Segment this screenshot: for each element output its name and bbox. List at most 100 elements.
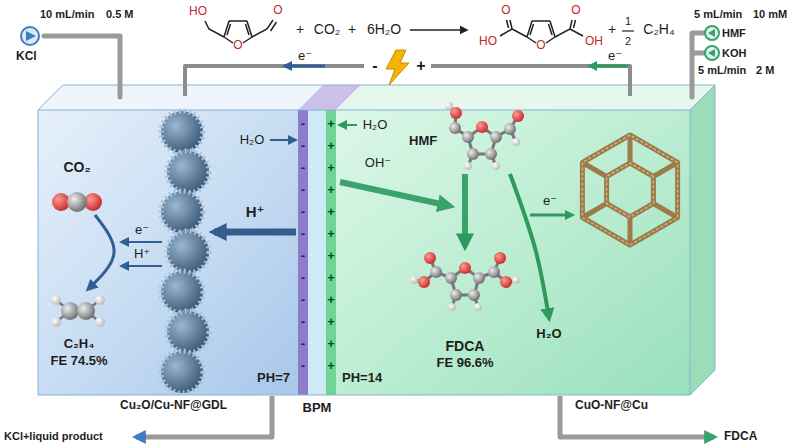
carbon-atom <box>430 266 442 278</box>
carbon-atom <box>61 302 79 320</box>
cathode-nanoflower <box>167 151 209 193</box>
carbon-atom <box>77 302 95 320</box>
label-anchor: + <box>327 161 335 175</box>
hydroxide-flux-arrow <box>340 182 450 206</box>
molecule-bond <box>56 300 100 322</box>
label-anchor: KOH <box>722 47 746 59</box>
fraction-bar <box>622 30 634 31</box>
label-anchor: 0.5 M <box>106 8 134 20</box>
membrane-charge: + <box>327 315 335 329</box>
node-text: H₂O <box>536 326 561 343</box>
label-anchor: HO <box>479 35 497 48</box>
cathode-nanoflower <box>161 271 203 313</box>
label-anchor: 5 mL/min <box>698 64 746 76</box>
membrane-charge: - <box>301 183 305 197</box>
oxygen-atom <box>500 276 512 288</box>
label-anchor: + <box>327 205 335 219</box>
material-label: FDCA <box>724 430 757 443</box>
membrane-charge: + <box>327 139 335 153</box>
membrane-charge: - <box>301 337 305 351</box>
hydrogen-atom <box>51 317 61 327</box>
reaction-arrow <box>410 29 466 31</box>
water-arrow <box>270 139 295 141</box>
label-anchor: - <box>301 183 305 197</box>
label-anchor: 5 mL/min <box>694 8 742 20</box>
node-text: C₂H₄ <box>64 336 95 353</box>
pump-icon <box>705 26 719 40</box>
label-anchor: 2 M <box>756 64 774 76</box>
label-anchor: KCl+liquid product <box>4 430 103 442</box>
cathode-nanoflower <box>167 311 209 353</box>
label-anchor: H⁺ <box>134 247 150 261</box>
label-anchor: e⁻ <box>608 49 622 63</box>
label-anchor: - <box>301 315 305 329</box>
atom-label: O <box>536 39 545 52</box>
hydrogen-atom <box>448 303 456 311</box>
membrane-charge: - <box>301 161 305 175</box>
atom-label: O <box>501 4 510 17</box>
equation-term: C₂H₄ <box>643 22 674 37</box>
node-text: CO₂ <box>63 158 90 176</box>
equation-term: 6H₂O <box>367 22 401 37</box>
electron-arrow <box>122 241 162 243</box>
species-label: e⁻ <box>298 49 312 63</box>
membrane-charge: - <box>301 205 305 219</box>
hydrogen-atom <box>512 138 520 146</box>
pump-icon <box>21 27 39 45</box>
label-anchor: C₂H₄ <box>643 22 674 37</box>
material-label: CuO-NF@Cu <box>575 399 648 412</box>
membrane-layer <box>298 110 308 395</box>
membrane-charge: - <box>301 249 305 263</box>
label-anchor: + <box>327 249 335 263</box>
membrane-layer <box>326 110 336 395</box>
membrane-charge: + <box>327 205 335 219</box>
atom-label: O <box>571 4 580 17</box>
membrane-water-layer <box>308 110 326 395</box>
label-anchor: O <box>571 4 580 17</box>
oxygen-atom <box>459 262 471 274</box>
label-anchor: H⁺ <box>246 204 265 221</box>
label-anchor: + <box>327 359 335 373</box>
label-anchor: + <box>327 271 335 285</box>
flow-label: KOH <box>722 47 746 59</box>
power-source-bolt <box>386 50 409 85</box>
membrane-charge: + <box>327 249 335 263</box>
membrane-charge: - <box>301 293 305 307</box>
flow-label: HMF <box>722 27 746 39</box>
species-label: OH⁻ <box>365 156 391 170</box>
cell-top-face <box>38 85 323 110</box>
label-anchor: HMF <box>722 27 746 39</box>
membrane-charge: - <box>301 359 305 373</box>
carbon-atom <box>67 192 87 212</box>
label-anchor: - <box>372 57 377 75</box>
oxygen-atom <box>418 276 430 288</box>
hydrogen-atom <box>445 102 453 110</box>
inlet-tube <box>44 36 120 97</box>
polarity-sign: - <box>372 57 377 75</box>
label-anchor: - <box>301 271 305 285</box>
pump-icon <box>705 46 719 60</box>
flow-label: 10 mM <box>753 8 787 20</box>
node-text: FE 96.6% <box>436 355 493 372</box>
flow-label: 5 mL/min <box>694 8 742 20</box>
atom-label: O <box>273 4 282 17</box>
species-label: e⁻ <box>135 223 149 237</box>
node-text: PH=14 <box>342 370 382 387</box>
hydrogen-atom <box>95 317 105 327</box>
proton-flux-arrow <box>214 229 296 236</box>
label-anchor: H₂O <box>240 133 265 147</box>
label-anchor: OH⁻ <box>365 156 391 170</box>
node-text: BPM <box>303 400 332 417</box>
label-anchor: + <box>327 117 335 131</box>
hydrogen-atom <box>492 162 500 170</box>
label-anchor: + <box>608 22 616 37</box>
hydrogen-atom <box>512 276 520 284</box>
label-anchor: + <box>327 293 335 307</box>
anode-foam <box>582 135 677 245</box>
node-text: FE 74.5% <box>50 353 107 370</box>
carbon-atom <box>488 266 500 278</box>
equation-term: CO₂ <box>314 22 340 37</box>
